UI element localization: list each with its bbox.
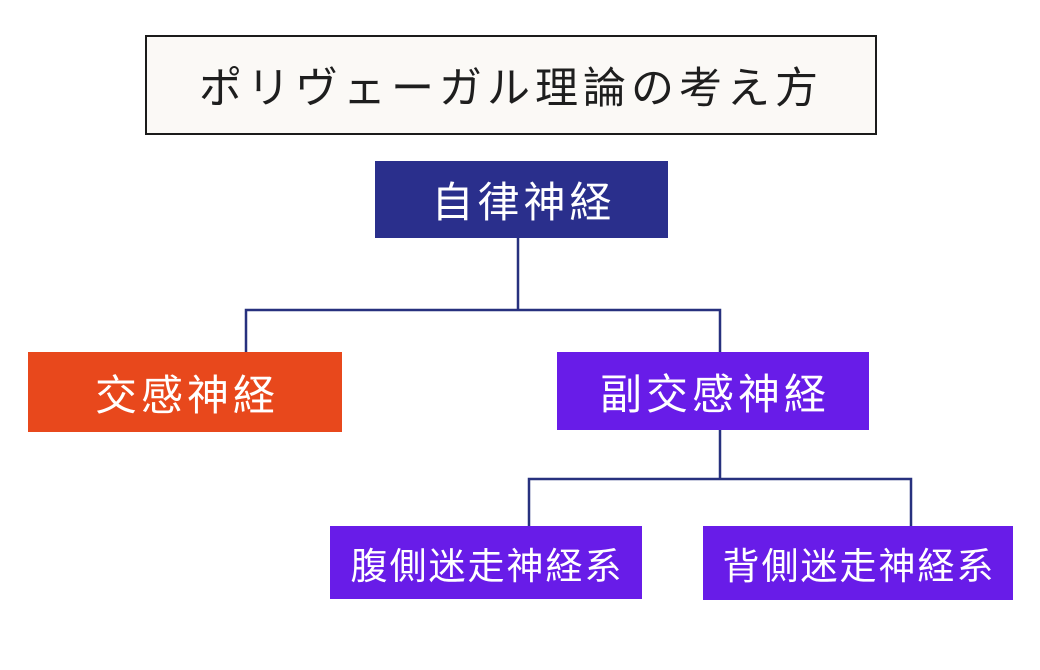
node-label: 腹側迷走神経系 <box>350 545 624 587</box>
node-parasympathetic-nervous-system: 副交感神経 <box>557 352 869 430</box>
node-dorsal-vagal-system: 背側迷走神経系 <box>703 526 1013 600</box>
node-autonomic-nervous-system: 自律神経 <box>375 161 668 238</box>
node-label: 副交感神経 <box>599 370 830 418</box>
diagram-title: ポリヴェーガル理論の考え方 <box>199 65 823 113</box>
node-label: 交感神経 <box>94 371 279 419</box>
connector-level2-elbow <box>527 477 913 526</box>
node-label: 自律神経 <box>431 179 616 226</box>
node-label: 背側迷走神経系 <box>722 546 996 587</box>
node-sympathetic-nervous-system: 交感神経 <box>28 352 342 432</box>
diagram-title-box: ポリヴェーガル理論の考え方 <box>145 35 877 135</box>
node-ventral-vagal-system: 腹側迷走神経系 <box>330 526 642 599</box>
connector-level1-elbow <box>244 308 722 352</box>
